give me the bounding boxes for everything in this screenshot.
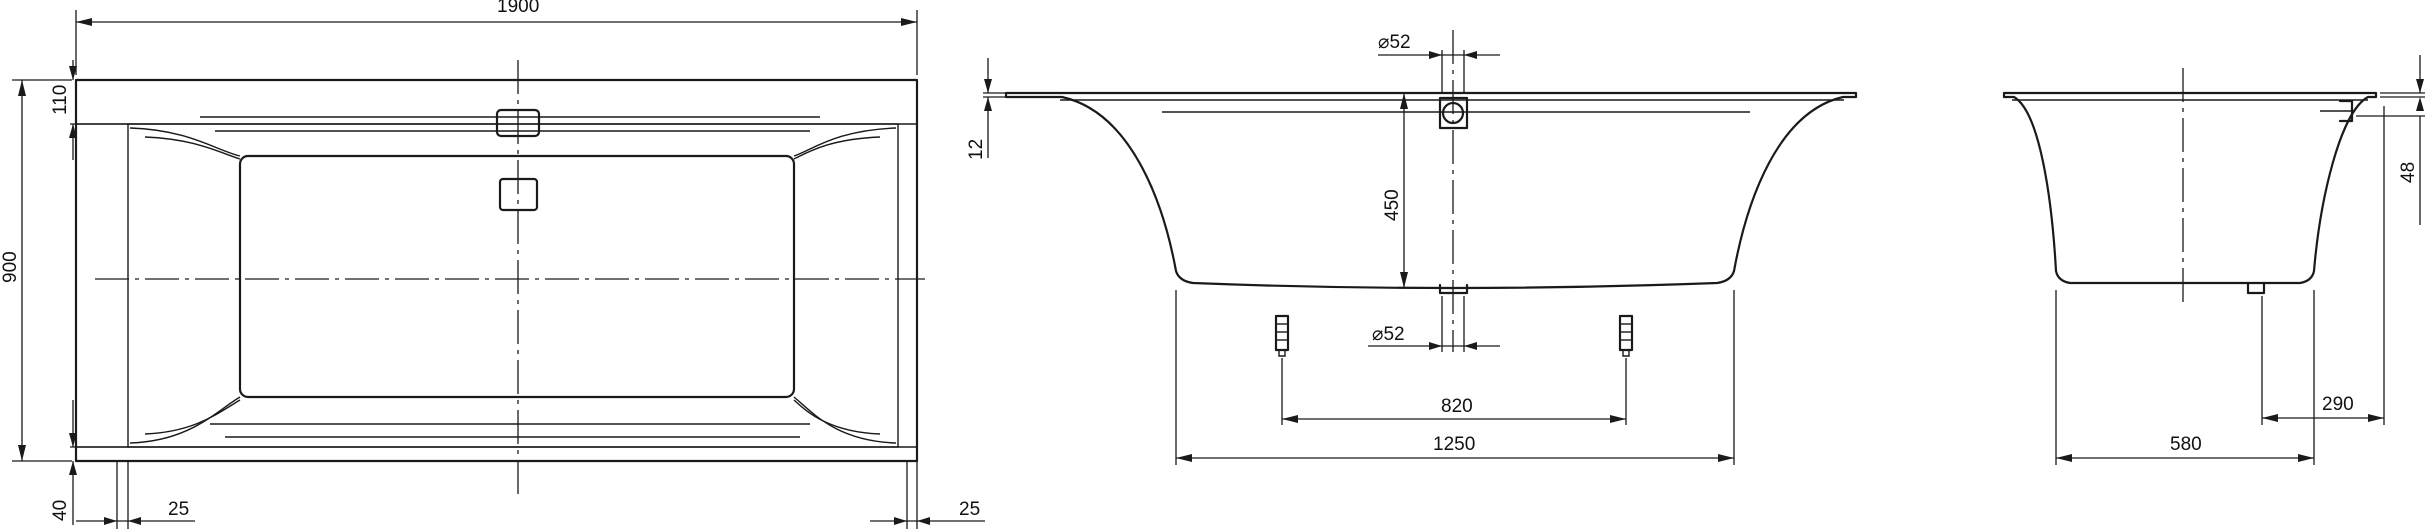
dimension-drain-offset-label: 290: [2322, 394, 2354, 415]
dimension-width-label: 900: [0, 251, 21, 283]
dimension-drain-bottom-label: ⌀52: [1372, 324, 1405, 345]
top-view: 1900 900 110 40 25 25: [0, 0, 985, 529]
dimension-length-label: 1900: [497, 0, 539, 17]
dimension-base-width-label: 580: [2170, 434, 2202, 455]
side-bathtub-profile: [2002, 91, 2378, 285]
foot-left: [1274, 314, 1290, 357]
dimension-base-length-label: 1250: [1433, 434, 1475, 455]
dimension-rim-height-label: 48: [2398, 162, 2419, 183]
basin-slope-lines: [129, 116, 897, 444]
front-bathtub-profile: [1004, 91, 1858, 290]
dimension-rim-thickness-label: 12: [966, 139, 987, 160]
dimension-rim-bottom-label: 40: [50, 500, 71, 521]
dimension-depth-label: 450: [1382, 189, 1403, 221]
bathtub-inner-rim: [127, 123, 899, 448]
bathtub-outer-outline: [74, 78, 919, 463]
side-view: 48 290 580: [2002, 55, 2425, 465]
front-view: 12 ⌀52 450 ⌀52: [966, 30, 1858, 465]
bathtub-basin-floor: [238, 154, 796, 399]
dimension-feet-spacing-label: 820: [1441, 396, 1473, 417]
foot-right: [1618, 314, 1634, 357]
dimension-margin-right-label: 25: [959, 499, 980, 520]
dimension-margin-left-label: 25: [168, 499, 189, 520]
dimension-drain-top-label: ⌀52: [1378, 32, 1411, 53]
dimension-rim-top-label: 110: [50, 85, 71, 115]
